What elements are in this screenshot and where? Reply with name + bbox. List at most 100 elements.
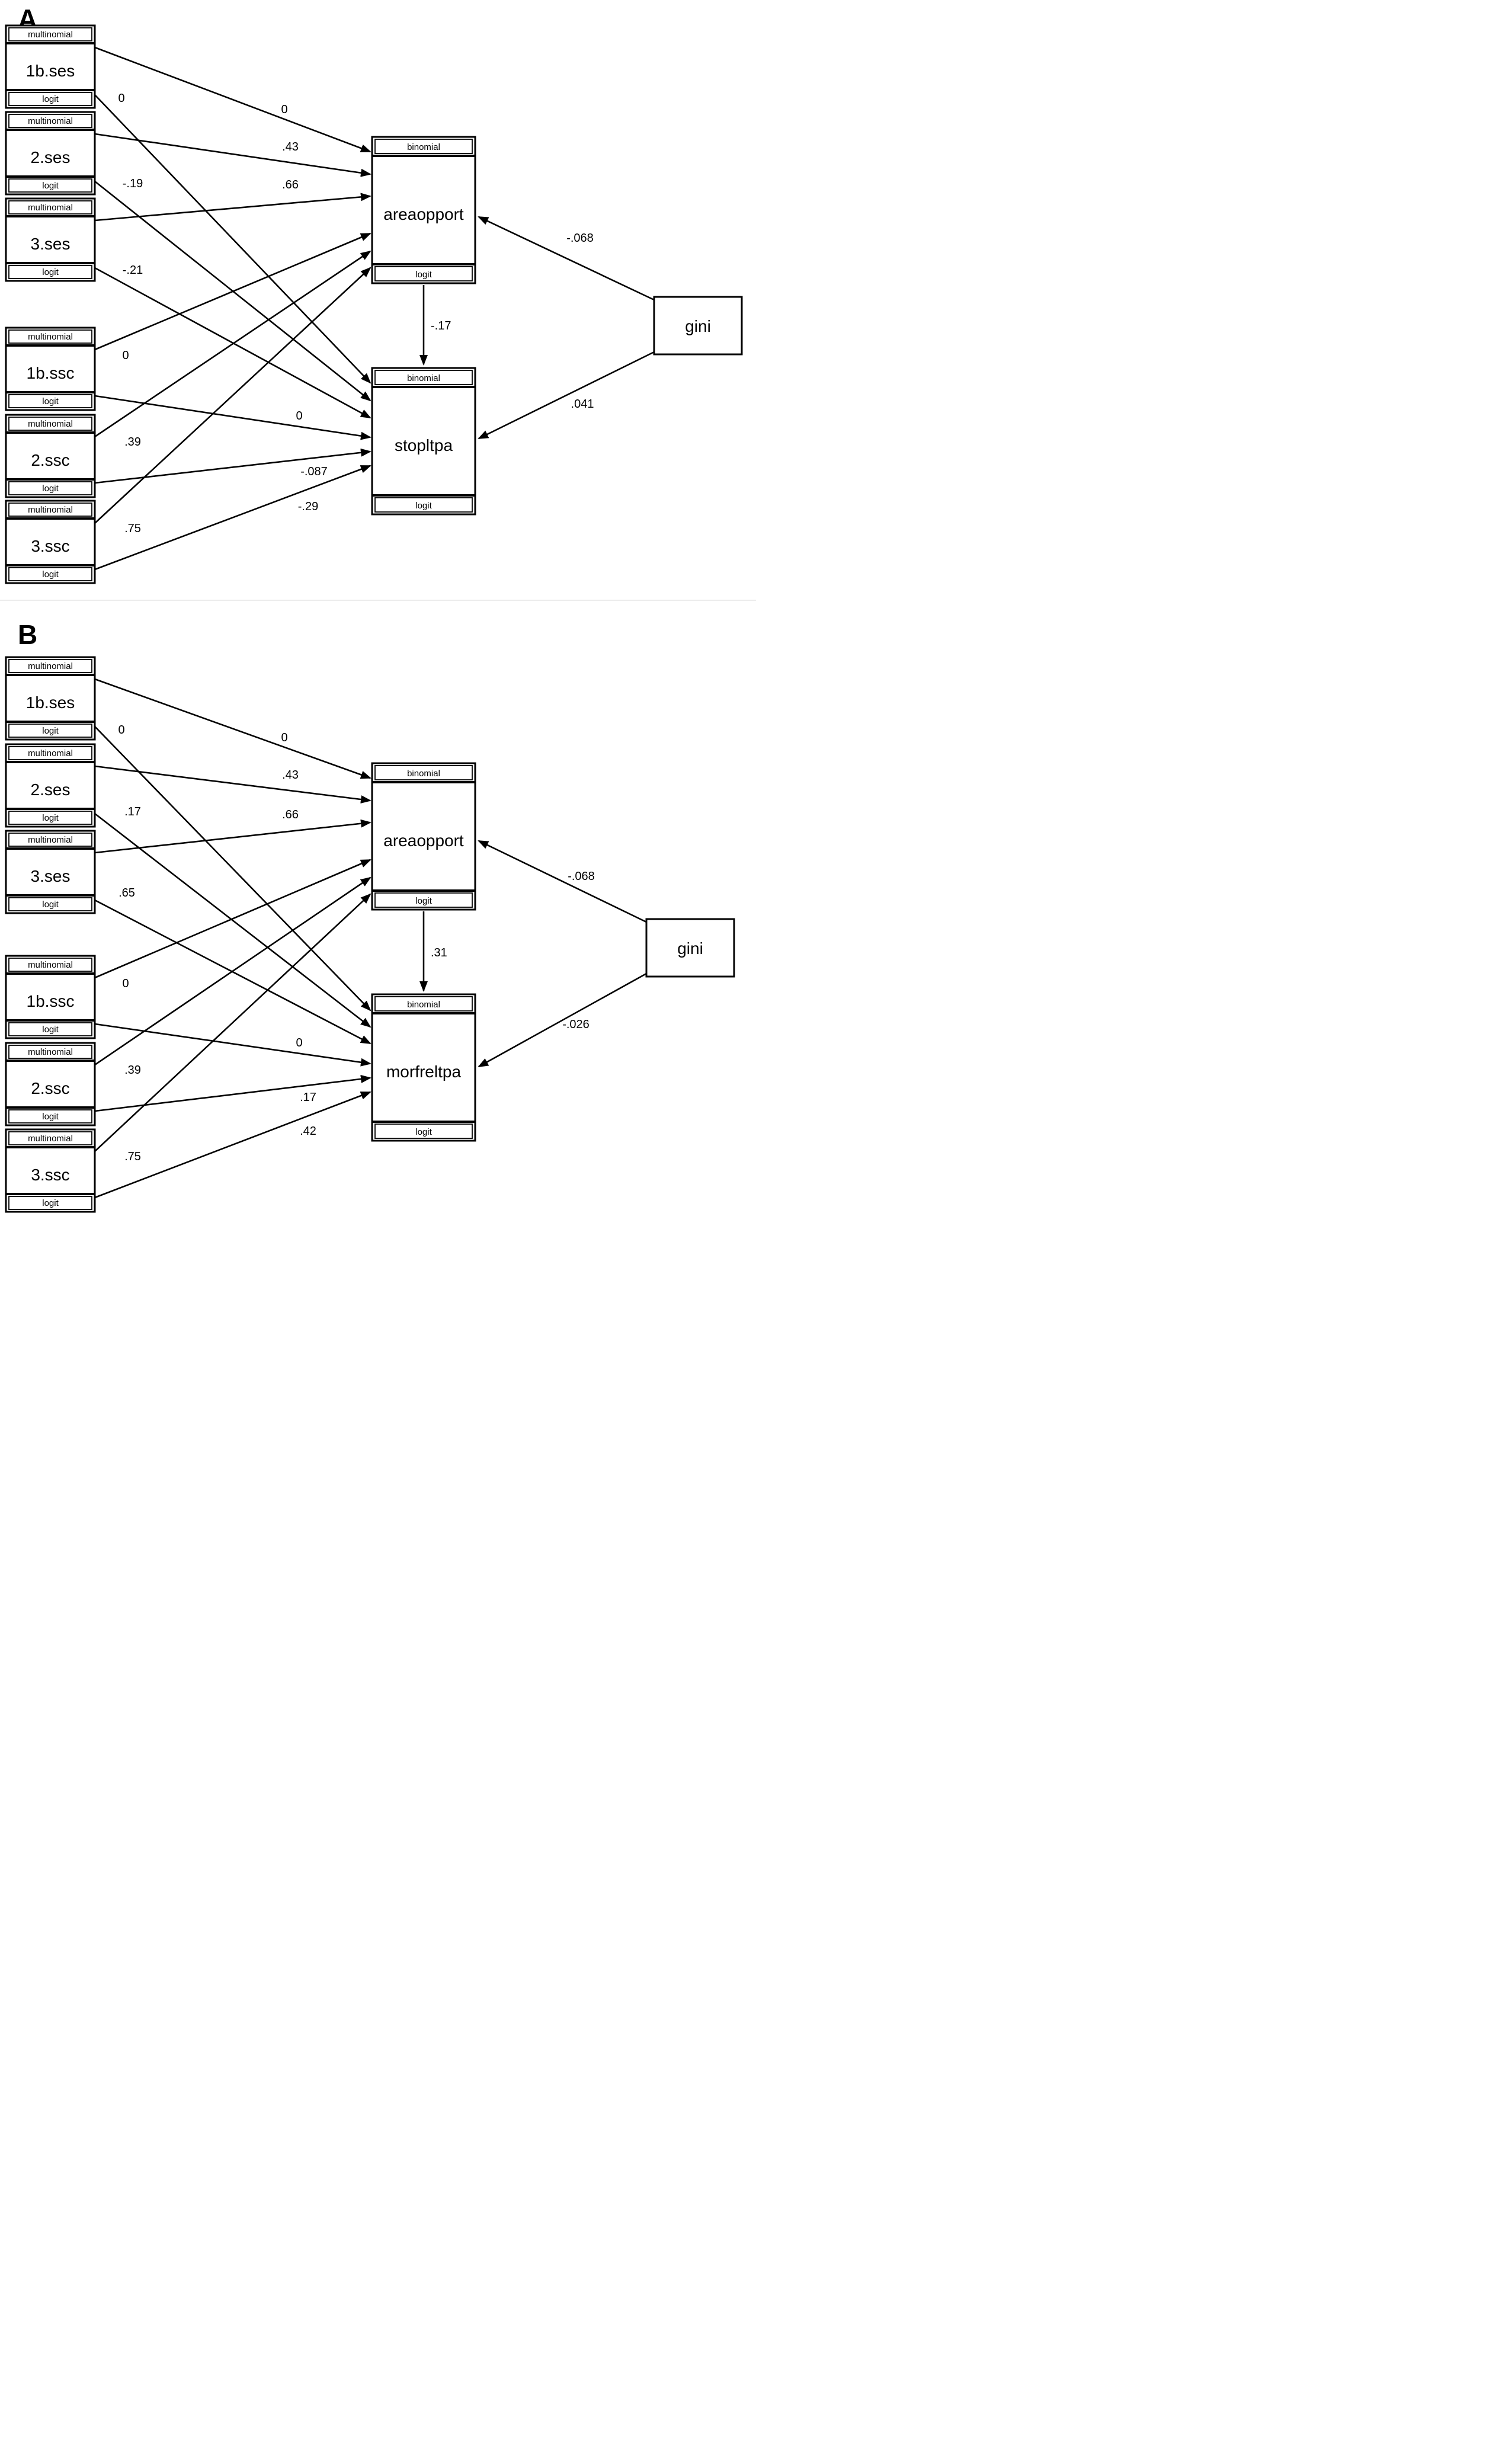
covariate-box-gini: gini <box>653 296 743 356</box>
coef-2ses-stopltpa: -.19 <box>123 177 143 190</box>
svg-text:logit: logit <box>415 501 432 511</box>
svg-text:gini: gini <box>685 317 711 335</box>
svg-text:binomial: binomial <box>407 142 440 152</box>
coef-gini-stopltpa: .041 <box>571 398 594 411</box>
predictor-box-1b-ssc: multinomial 1b.ssc logit <box>5 327 96 411</box>
svg-text:3.ssc: 3.ssc <box>31 537 69 555</box>
svg-text:multinomial: multinomial <box>28 661 73 671</box>
panel-b-paths <box>94 678 647 1199</box>
path-2ses-areaopport <box>94 133 371 177</box>
predictor-box-3-ses: multinomial 3.ses logit <box>5 197 96 282</box>
link-label: logit <box>42 94 59 104</box>
svg-text:binomial: binomial <box>407 373 440 383</box>
coef-2ssc-areaopport: .39 <box>124 436 141 449</box>
coef-3ses-areaopport: .66 <box>282 178 299 191</box>
path-gini-areaopport <box>478 216 655 301</box>
coef-1bssc-areaopport: 0 <box>122 977 129 990</box>
path-1bses-morfreltpa <box>94 726 371 1012</box>
path-1bses-areaopport <box>94 46 371 153</box>
path-gini-morfreltpa <box>478 972 647 1068</box>
predictor-box-2-ses: multinomial 2.ses logit <box>5 743 96 828</box>
svg-text:logit: logit <box>415 896 432 906</box>
variable-label: 1b.ses <box>26 62 75 80</box>
coef-3ssc-stopltpa: -.29 <box>298 500 318 513</box>
svg-text:logit: logit <box>42 813 59 823</box>
svg-text:2.ssc: 2.ssc <box>31 451 69 469</box>
path-diagram-figure: A multinomial 1b.ses <box>0 0 756 1220</box>
coef-2ssc-morfreltpa: .17 <box>300 1091 316 1104</box>
svg-text:2.ses: 2.ses <box>31 148 71 167</box>
coef-2ssc-stopltpa: -.087 <box>300 465 328 478</box>
predictor-box-2-ssc: multinomial 2.ssc logit <box>5 414 96 498</box>
svg-text:multinomial: multinomial <box>28 1047 73 1057</box>
predictor-box-2-ssc: multinomial 2.ssc logit <box>5 1042 96 1126</box>
outcome-box-areaopport: binomial areaopport logit <box>371 136 476 284</box>
coef-1bses-areaopport: 0 <box>281 731 287 744</box>
predictor-box-3-ssc: multinomial 3.ssc logit <box>5 1128 96 1213</box>
svg-text:areaopport: areaopport <box>383 205 464 223</box>
path-1bssc-areaopport <box>94 859 371 979</box>
panel-a-coefficients: 0 .43 .66 0 -.19 -.21 0 .39 .75 0 -.087 … <box>118 92 594 535</box>
coef-1bses-areaopport: 0 <box>281 103 287 116</box>
svg-text:multinomial: multinomial <box>28 505 73 515</box>
predictor-box-2-ses: multinomial 2.ses logit <box>5 111 96 196</box>
predictor-box-1b-ssc: multinomial 1b.ssc logit <box>5 955 96 1039</box>
svg-text:1b.ssc: 1b.ssc <box>27 992 75 1010</box>
path-3ssc-areaopport <box>94 267 371 524</box>
path-3ssc-areaopport <box>94 893 371 1152</box>
svg-text:logit: logit <box>42 900 59 910</box>
coef-gini-morfreltpa: -.026 <box>562 1018 590 1031</box>
panel-b-coefficients: 0 .43 .66 0 .17 .65 0 .39 .75 0 .17 .42 … <box>118 724 594 1163</box>
path-1bses-areaopport <box>94 678 371 779</box>
svg-text:morfreltpa: morfreltpa <box>386 1062 461 1081</box>
path-3ses-areaopport <box>94 819 371 854</box>
path-1bssc-stopltpa <box>94 395 371 440</box>
coef-3ses-morfreltpa: .65 <box>118 886 135 900</box>
coef-3ses-stopltpa: -.21 <box>123 264 143 277</box>
coef-1bssc-stopltpa: 0 <box>296 409 302 422</box>
svg-text:logit: logit <box>415 270 432 280</box>
svg-text:2.ses: 2.ses <box>31 780 71 799</box>
svg-text:stopltpa: stopltpa <box>395 436 453 454</box>
svg-text:logit: logit <box>42 1025 59 1035</box>
coef-gini-areaopport: -.068 <box>566 232 594 245</box>
svg-text:logit: logit <box>42 181 59 191</box>
svg-text:multinomial: multinomial <box>28 960 73 970</box>
coef-3ssc-areaopport: .75 <box>124 522 141 535</box>
coef-2ses-areaopport: .43 <box>282 140 299 153</box>
path-3ssc-morfreltpa <box>94 1091 371 1199</box>
path-2ssc-stopltpa <box>94 448 371 484</box>
svg-text:multinomial: multinomial <box>28 419 73 429</box>
coef-areaopport-morfreltpa: .31 <box>431 946 447 959</box>
svg-text:multinomial: multinomial <box>28 835 73 845</box>
coef-3ssc-morfreltpa: .42 <box>300 1125 316 1138</box>
path-gini-areaopport <box>478 840 647 923</box>
family-label: multinomial <box>28 30 73 40</box>
svg-text:1b.ses: 1b.ses <box>26 693 75 712</box>
coef-2ses-areaopport: .43 <box>282 769 299 782</box>
svg-text:3.ses: 3.ses <box>31 235 71 253</box>
svg-text:1b.ssc: 1b.ssc <box>27 364 75 382</box>
outcome-box-areaopport: binomial areaopport logit <box>371 762 476 911</box>
coef-1bses-stopltpa: 0 <box>118 92 124 105</box>
link-strip <box>8 92 92 106</box>
coef-areaopport-stopltpa: -.17 <box>431 319 451 332</box>
panel-b-diagram: B multinomial 1b.ses <box>5 619 735 1213</box>
path-3ses-stopltpa <box>94 267 371 419</box>
coef-1bses-morfreltpa: 0 <box>118 724 124 737</box>
svg-text:logit: logit <box>42 396 59 406</box>
svg-text:multinomial: multinomial <box>28 332 73 342</box>
path-2ses-morfreltpa <box>94 812 371 1028</box>
svg-text:3.ssc: 3.ssc <box>31 1166 69 1184</box>
path-2ssc-morfreltpa <box>94 1074 371 1112</box>
svg-text:logit: logit <box>42 726 59 736</box>
coef-3ses-areaopport: .66 <box>282 808 299 821</box>
svg-text:multinomial: multinomial <box>28 116 73 126</box>
svg-text:binomial: binomial <box>407 1000 440 1010</box>
svg-text:logit: logit <box>42 1198 59 1208</box>
coef-3ssc-areaopport: .75 <box>124 1150 141 1163</box>
svg-text:gini: gini <box>677 939 703 958</box>
svg-text:3.ses: 3.ses <box>31 867 71 885</box>
predictor-box-1b-ses: multinomial 1b.ses logit <box>5 24 96 109</box>
outcome-box-morfreltpa: binomial morfreltpa logit <box>371 993 476 1142</box>
